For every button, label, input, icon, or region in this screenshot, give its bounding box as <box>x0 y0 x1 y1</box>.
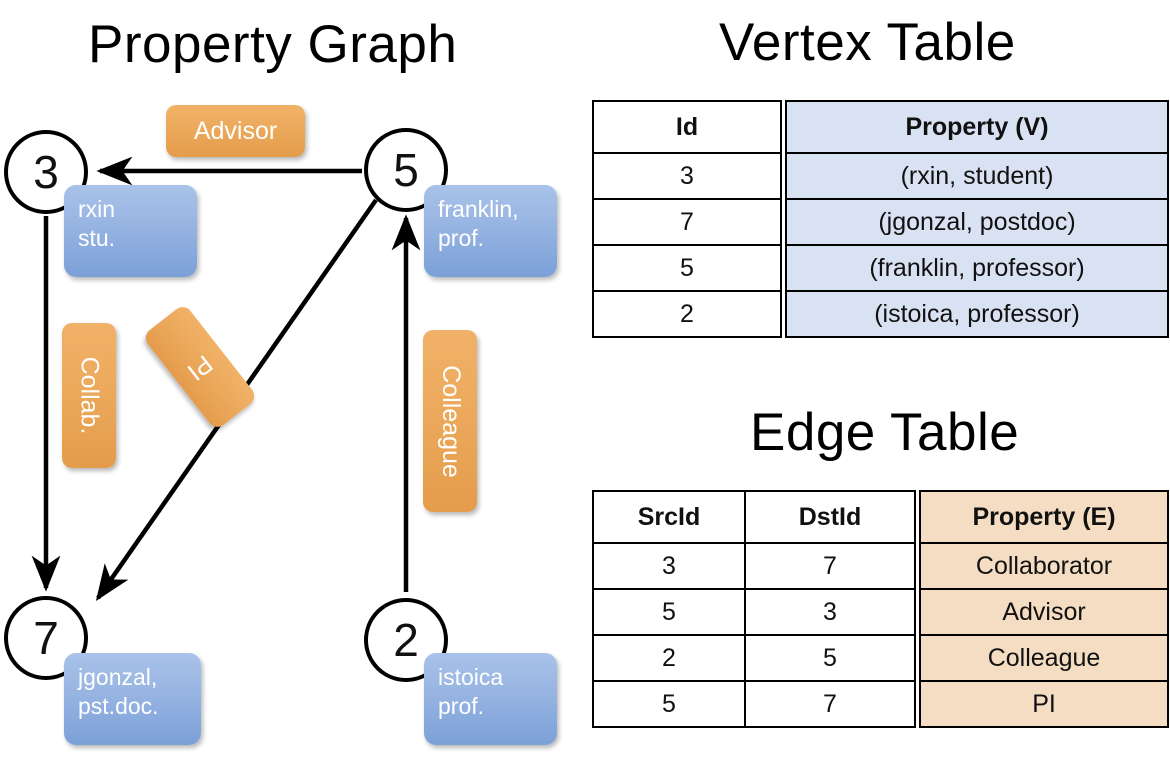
vertex-table-column-gap <box>780 153 787 199</box>
edge-table-column-gap <box>914 543 921 589</box>
vertex-table-header-id: Id <box>592 100 782 154</box>
vertex-property-franklin-line2: prof. <box>438 225 485 252</box>
graph-node-7-id: 7 <box>33 612 59 664</box>
vertex-table: Id Property (V) 3 (rxin, student) 7 (jgo… <box>592 100 1169 338</box>
vertex-table-header-row: Id Property (V) <box>592 100 1169 154</box>
edge-row-0-srcid: 3 <box>592 542 746 590</box>
edge-row-3-dstid: 7 <box>744 680 916 728</box>
vertex-property-jgonzal-line1: jgonzal, <box>78 664 158 690</box>
vertex-row-0-property: (rxin, student) <box>785 152 1169 200</box>
edge-row-0-dstid: 7 <box>744 542 916 590</box>
vertex-table-column-gap <box>780 199 787 245</box>
vertex-property-box-jgonzal: jgonzal, pst.doc. <box>64 653 201 745</box>
table-row: 3 7 Collaborator <box>592 542 1169 590</box>
vertex-row-3-id: 2 <box>592 290 782 338</box>
edge-label-collab: Collab. <box>62 323 116 468</box>
table-row: 5 3 Advisor <box>592 588 1169 636</box>
vertex-table-header-property: Property (V) <box>785 100 1169 154</box>
page-title-vertex-table: Vertex Table <box>719 13 1016 72</box>
edge-label-advisor: Advisor <box>166 105 305 157</box>
vertex-row-1-id: 7 <box>592 198 782 246</box>
edge-table-header-dstid: DstId <box>744 490 916 544</box>
table-row: 2 (istoica, professor) <box>592 290 1169 338</box>
page-title-edge-table: Edge Table <box>750 403 1020 462</box>
edge-row-2-dstid: 5 <box>744 634 916 682</box>
edge-label-colleague: Colleague <box>423 330 477 512</box>
edge-row-1-dstid: 3 <box>744 588 916 636</box>
edge-table-column-gap <box>914 589 921 635</box>
edge-row-0-property: Collaborator <box>919 542 1169 590</box>
vertex-table-column-gap <box>781 101 786 153</box>
vertex-row-3-property: (istoica, professor) <box>785 290 1169 338</box>
vertex-table-column-gap <box>780 291 787 337</box>
vertex-property-rxin-line1: rxin <box>78 196 116 222</box>
edge-row-1-srcid: 5 <box>592 588 746 636</box>
edge-row-3-srcid: 5 <box>592 680 746 728</box>
vertex-property-istoica-line2: prof. <box>438 693 485 720</box>
vertex-row-2-id: 5 <box>592 244 782 292</box>
table-row: 2 5 Colleague <box>592 634 1169 682</box>
edge-table: SrcId DstId Property (E) 3 7 Collaborato… <box>592 490 1169 728</box>
vertex-table-column-gap <box>780 245 787 291</box>
graph-node-2[interactable]: 2 <box>364 598 448 682</box>
vertex-property-franklin-line1: franklin, <box>438 196 519 222</box>
edge-table-header-property: Property (E) <box>919 490 1169 544</box>
graph-node-2-id: 2 <box>393 614 419 666</box>
graph-node-5-id: 5 <box>393 144 419 196</box>
vertex-property-rxin-line2: stu. <box>78 225 116 252</box>
table-row: 5 7 PI <box>592 680 1169 728</box>
vertex-property-box-franklin: franklin, prof. <box>424 185 557 277</box>
edge-label-advisor-text: Advisor <box>193 116 278 145</box>
edge-row-2-srcid: 2 <box>592 634 746 682</box>
edge-row-2-property: Colleague <box>919 634 1169 682</box>
edge-label-pi-text: PI <box>182 349 219 386</box>
edge-table-header-srcid: SrcId <box>592 490 746 544</box>
table-row: 5 (franklin, professor) <box>592 244 1169 292</box>
vertex-row-0-id: 3 <box>592 152 782 200</box>
edge-label-colleague-text: Colleague <box>436 364 465 478</box>
vertex-row-1-property: (jgonzal, postdoc) <box>785 198 1169 246</box>
edge-table-header-row: SrcId DstId Property (E) <box>592 490 1169 544</box>
vertex-property-box-istoica: istoica prof. <box>424 653 557 745</box>
property-graph-diagram: 3 5 7 2 rxin stu. franklin, prof. jgonza… <box>4 105 557 745</box>
table-row: 7 (jgonzal, postdoc) <box>592 198 1169 246</box>
vertex-property-jgonzal-line2: pst.doc. <box>78 693 159 720</box>
edge-row-3-property: PI <box>919 680 1169 728</box>
edge-table-column-gap <box>914 681 921 727</box>
graph-node-3-id: 3 <box>33 146 59 198</box>
edge-table-column-gap <box>915 491 920 543</box>
vertex-row-2-property: (franklin, professor) <box>785 244 1169 292</box>
graph-node-5[interactable]: 5 <box>364 128 448 212</box>
page-title-property-graph: Property Graph <box>88 15 458 74</box>
edge-row-1-property: Advisor <box>919 588 1169 636</box>
vertex-property-box-rxin: rxin stu. <box>64 185 197 277</box>
edge-table-column-gap <box>914 635 921 681</box>
vertex-property-istoica-line1: istoica <box>438 664 504 690</box>
table-row: 3 (rxin, student) <box>592 152 1169 200</box>
edge-label-collab-text: Collab. <box>75 356 104 435</box>
